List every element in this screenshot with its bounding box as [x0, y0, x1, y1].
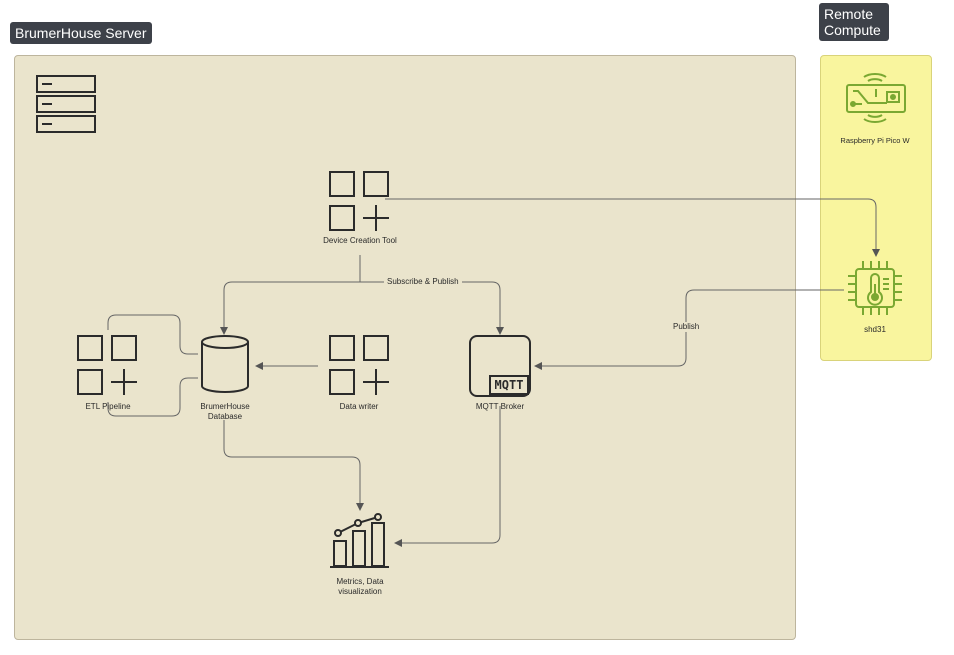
edge-device-to-database[interactable]	[220, 255, 361, 335]
database-label-line2: Database	[207, 412, 243, 421]
etl-pipeline-icon[interactable]	[77, 335, 137, 395]
edge-label-publish: Publish	[670, 322, 703, 332]
database-label: BrumerHouse Database	[180, 402, 270, 422]
shd31-label: shd31	[864, 325, 886, 334]
data-writer-label: Data writer	[339, 402, 379, 411]
edge-mqtt-to-metrics[interactable]	[394, 406, 501, 547]
edge-database-to-metrics[interactable]	[223, 420, 364, 511]
mqtt-broker-label: MQTT Broker	[475, 402, 525, 411]
thermometer-chip-icon[interactable]	[848, 261, 902, 315]
mqtt-badge-text: MQTT	[495, 378, 524, 392]
etl-pipeline-label: ETL Pipeline	[85, 402, 131, 411]
device-creation-tool-label: Device Creation Tool	[323, 236, 397, 245]
edge-device-to-shd31[interactable]	[385, 198, 880, 257]
circuit-board-icon[interactable]	[846, 72, 906, 124]
database-cylinder-icon[interactable]	[201, 335, 249, 393]
database-label-line1: BrumerHouse	[200, 402, 250, 411]
server-group-tag: BrumerHouse Server	[10, 22, 152, 44]
device-creation-tool-icon[interactable]	[329, 171, 389, 231]
remote-tag-line2: Compute	[824, 22, 881, 38]
edge-device-to-mqtt[interactable]	[360, 281, 504, 335]
metrics-label-line1: Metrics, Data	[336, 577, 384, 586]
mqtt-box-icon[interactable]: MQTT	[469, 335, 531, 397]
bar-chart-trend-icon[interactable]	[330, 513, 389, 568]
metrics-label-line2: visualization	[338, 587, 382, 596]
data-writer-icon[interactable]	[329, 335, 389, 395]
remote-tag-line1: Remote	[824, 6, 874, 22]
edge-database-to-etl[interactable]	[107, 377, 198, 417]
remote-group-tag: Remote Compute	[819, 3, 889, 41]
server-rack-icon	[36, 75, 96, 133]
raspberry-pi-label: Raspberry Pi Pico W	[840, 136, 910, 145]
metrics-label: Metrics, Data visualization	[310, 577, 410, 597]
edge-label-subscribe-publish: Subscribe & Publish	[384, 277, 462, 287]
edge-etl-to-database[interactable]	[107, 314, 198, 355]
